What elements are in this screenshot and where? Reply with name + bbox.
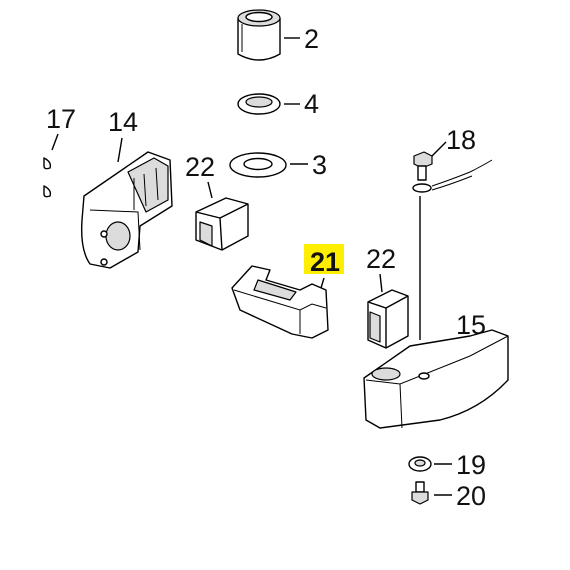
part-20-bolt	[411, 481, 429, 505]
part-2-bushing	[237, 9, 281, 61]
callout-22-right: 22	[366, 244, 396, 274]
part-4-washer	[237, 93, 281, 115]
leader-18	[431, 141, 447, 157]
callout-14: 14	[108, 107, 138, 137]
callout-3: 3	[312, 150, 327, 180]
callout-2: 2	[304, 24, 319, 54]
part-15-block	[363, 329, 509, 429]
part-3-washer	[229, 152, 287, 178]
callout-22-left: 22	[185, 152, 215, 182]
part-18-bolt	[412, 151, 493, 193]
part-21-slide-block	[231, 265, 329, 339]
part-22-right-block	[367, 289, 409, 349]
part-19-washer	[408, 456, 432, 472]
leader-14	[117, 137, 123, 163]
leader-22-right	[379, 273, 383, 293]
leader-17	[51, 133, 59, 151]
part-17-washers	[43, 157, 52, 198]
callout-20: 20	[456, 481, 486, 511]
part-22-left-block	[195, 197, 249, 251]
callout-21-highlight	[304, 244, 344, 274]
leader-22-left	[207, 181, 213, 199]
part-14-bracket	[80, 151, 173, 269]
callout-19: 19	[456, 450, 486, 480]
callout-18: 18	[446, 125, 476, 155]
callout-17: 17	[46, 104, 76, 134]
callout-21: 21	[310, 247, 340, 277]
callout-4: 4	[304, 89, 319, 119]
